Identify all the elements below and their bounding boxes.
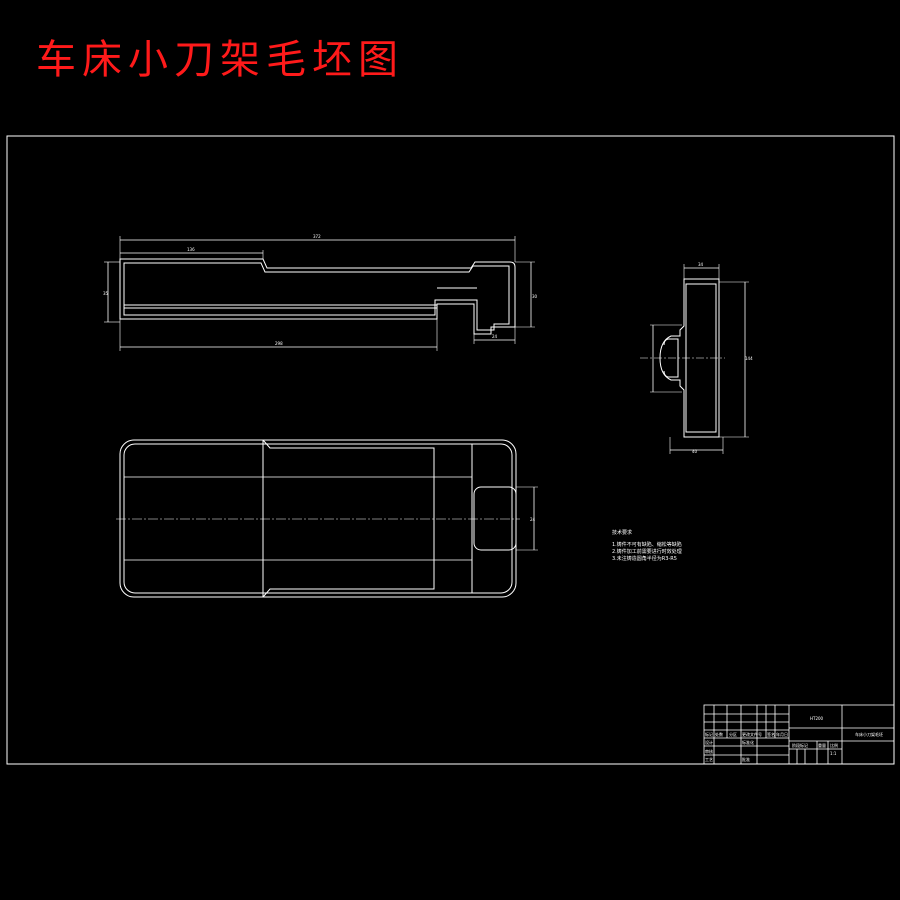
title-block <box>703 704 895 765</box>
dim-height: 35 <box>103 291 109 296</box>
tb-scale: 比例 <box>830 742 838 748</box>
tb-change: 更改文件号 <box>742 731 762 737</box>
dim-left-step: 136 <box>187 247 195 252</box>
drawing-frame <box>6 135 895 765</box>
side-view <box>640 264 749 454</box>
dim-plan-right-height: 24 <box>530 517 536 522</box>
tb-material: HT200 <box>810 716 824 721</box>
dim-right-width: 24 <box>492 334 498 339</box>
dim-side-top: 34 <box>698 262 704 267</box>
notes-line-1: 1.铸件不可有缺陷、缩松等缺陷 <box>612 541 682 548</box>
plan-view <box>116 439 538 598</box>
tb-zone: 分区 <box>729 731 737 737</box>
tb-sign: 签名 <box>767 731 775 737</box>
notes-line-3: 3.未注铸造圆角半径为R3-R5 <box>612 555 677 562</box>
tb-design: 设计 <box>705 739 713 745</box>
dim-bottom-length: 298 <box>275 341 283 346</box>
tb-review: 审核 <box>705 748 713 754</box>
notes-line-2: 2.铸件加工前需要进行时效处理 <box>612 548 682 555</box>
dim-right-height: 30 <box>532 294 538 299</box>
dim-side-bottom: 40 <box>692 449 698 454</box>
technical-notes: 技术要求 1.铸件不可有缺陷、缩松等缺陷 2.铸件加工前需要进行时效处理 3.未… <box>612 529 682 562</box>
tb-drawing-name: 车床小刀架毛坯 <box>855 731 883 737</box>
tb-process: 工艺 <box>705 757 713 762</box>
dim-overall-length: 372 <box>313 234 321 239</box>
front-view <box>104 236 535 351</box>
dim-side-height: 144 <box>745 356 753 361</box>
tb-standard: 标准化 <box>742 739 754 745</box>
drawing-title: 车床小刀架毛坯图 <box>36 37 404 83</box>
tb-date: 年月日 <box>776 731 788 737</box>
tb-count: 处数 <box>715 731 723 737</box>
tb-mark: 标记 <box>705 731 713 737</box>
tb-approve: 批准 <box>742 756 750 762</box>
tb-stage: 阶段标记 <box>792 742 808 748</box>
notes-heading: 技术要求 <box>612 529 632 536</box>
tb-sheet: 1:1 <box>830 751 837 756</box>
tb-weight: 重量 <box>818 742 826 748</box>
